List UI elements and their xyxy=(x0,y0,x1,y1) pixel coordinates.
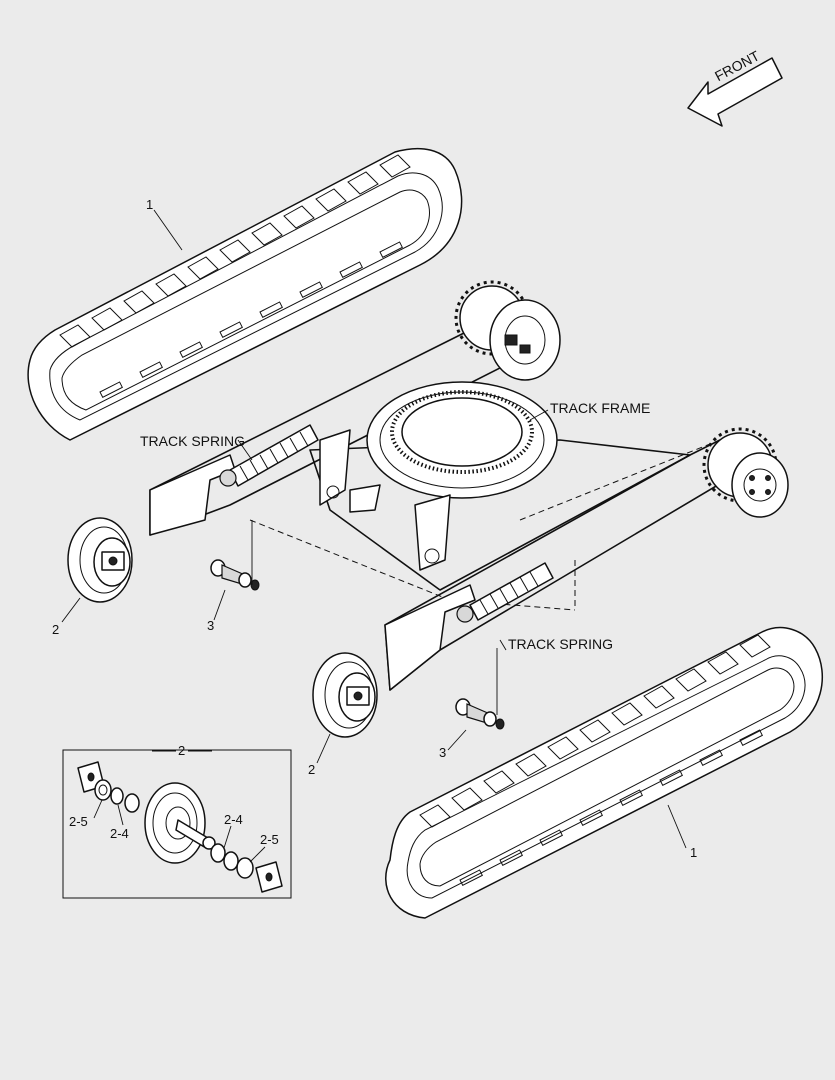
track-frame-label: TRACK FRAME xyxy=(550,400,651,416)
detail-bushing-left xyxy=(124,793,140,813)
detail-box xyxy=(62,749,292,899)
sprocket-lower xyxy=(702,427,789,518)
detail-seal-right xyxy=(236,857,254,879)
track-spring-upper xyxy=(219,424,319,487)
sprocket-upper xyxy=(454,280,561,381)
callout-track-upper: 1 xyxy=(146,197,154,212)
detail-bushing-right xyxy=(210,843,226,863)
callout-roller-lower: 3 xyxy=(439,745,447,760)
track-lower xyxy=(385,626,823,919)
detail-oring-left xyxy=(110,787,124,805)
callout-roller-upper: 3 xyxy=(207,618,215,633)
callout-idler-upper: 2 xyxy=(52,622,60,637)
callout-detail-2-5-left: 2-5 xyxy=(69,814,88,829)
idler-upper xyxy=(67,517,133,603)
detail-oring-right xyxy=(223,851,239,871)
callout-detail-2-4-left: 2-4 xyxy=(110,826,129,841)
callout-detail-2-4-right: 2-4 xyxy=(224,812,243,827)
callout-idler-lower: 2 xyxy=(308,762,316,777)
idler-lower xyxy=(312,652,378,738)
track-frame xyxy=(149,317,761,691)
track-spring-label-upper: TRACK SPRING xyxy=(140,433,246,449)
roller-lower xyxy=(455,698,505,730)
callout-track-lower: 1 xyxy=(690,845,698,860)
detail-plate-right xyxy=(255,861,283,893)
callout-detail-title: 2 xyxy=(178,743,186,758)
leader-lines xyxy=(61,209,687,863)
roller-upper xyxy=(210,559,260,591)
track-upper xyxy=(27,147,463,441)
detail-seal-left xyxy=(94,779,112,801)
track-spring-label-lower: TRACK SPRING xyxy=(508,636,614,652)
callout-detail-2-5-right: 2-5 xyxy=(260,832,279,847)
track-spring-lower xyxy=(456,562,554,623)
front-arrow xyxy=(687,57,783,127)
detail-idler-wheel xyxy=(144,782,216,864)
